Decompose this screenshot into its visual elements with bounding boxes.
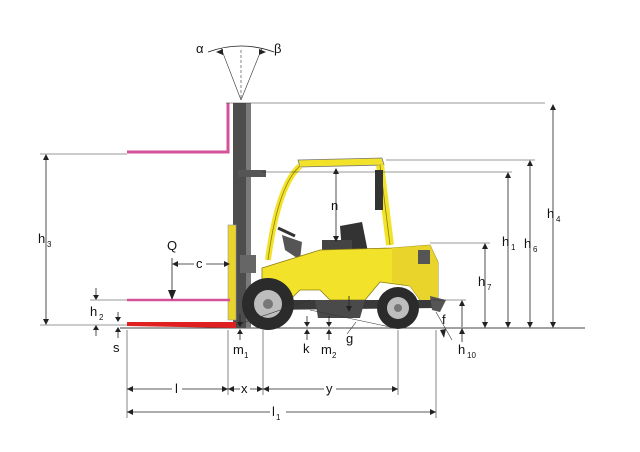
svg-text:1: 1 bbox=[276, 413, 281, 422]
svg-text:Q: Q bbox=[167, 238, 177, 253]
svg-text:m: m bbox=[233, 342, 244, 357]
tilt-angle-indicator: α β bbox=[196, 41, 281, 101]
l1-dimension: l 1 bbox=[127, 404, 436, 422]
lowered-fork bbox=[40, 322, 236, 328]
counterweight-tail bbox=[430, 296, 446, 312]
svg-text:g: g bbox=[346, 331, 353, 346]
svg-text:h: h bbox=[38, 231, 45, 246]
extension-lines bbox=[126, 330, 437, 418]
svg-text:1: 1 bbox=[244, 351, 249, 360]
m1-dimension: m 1 bbox=[233, 314, 249, 360]
mast-crossbar bbox=[238, 170, 266, 177]
svg-text:6: 6 bbox=[533, 245, 538, 254]
mast-inner-rail bbox=[246, 103, 251, 328]
n-dimension: n bbox=[331, 168, 339, 242]
svg-text:k: k bbox=[303, 341, 310, 356]
h6-dimension: h 6 bbox=[386, 159, 538, 328]
mast bbox=[227, 103, 266, 328]
svg-text:10: 10 bbox=[467, 351, 476, 360]
svg-text:h: h bbox=[478, 274, 485, 289]
svg-text:f: f bbox=[442, 312, 446, 327]
svg-text:y: y bbox=[326, 381, 333, 396]
svg-text:h: h bbox=[90, 304, 97, 319]
h3-dimension: h 3 bbox=[38, 154, 52, 325]
k-dimension: k bbox=[303, 316, 310, 356]
svg-text:h: h bbox=[524, 236, 531, 251]
rear-wheel bbox=[377, 287, 419, 329]
carriage-block bbox=[240, 255, 256, 273]
svg-text:1: 1 bbox=[511, 243, 516, 252]
svg-text:c: c bbox=[196, 256, 203, 271]
svg-text:3: 3 bbox=[47, 240, 52, 249]
h4-dimension: h 4 bbox=[547, 104, 561, 328]
svg-text:2: 2 bbox=[99, 313, 104, 322]
s-dimension: s bbox=[113, 312, 121, 355]
h7-dimension: h 7 bbox=[430, 242, 492, 328]
raised-fork bbox=[40, 102, 545, 155]
overhead-guard bbox=[265, 157, 394, 261]
load-center: Q c bbox=[167, 238, 230, 300]
h1-dimension: h 1 bbox=[262, 171, 516, 328]
svg-text:n: n bbox=[331, 198, 338, 213]
svg-text:h: h bbox=[502, 234, 509, 249]
h2-dimension: h 2 bbox=[90, 288, 104, 336]
alpha-label: α bbox=[196, 41, 204, 56]
f-angle: f bbox=[435, 311, 453, 341]
svg-text:l: l bbox=[175, 381, 178, 396]
operator-seat bbox=[322, 222, 368, 252]
x-dimension: x bbox=[228, 381, 263, 396]
y-dimension: y bbox=[263, 381, 398, 396]
svg-text:s: s bbox=[113, 340, 120, 355]
steering-column bbox=[277, 226, 302, 260]
svg-text:m: m bbox=[321, 342, 332, 357]
m2-dimension: m 2 bbox=[321, 316, 337, 360]
svg-text:h: h bbox=[458, 342, 465, 357]
svg-text:x: x bbox=[241, 381, 248, 396]
front-wheel bbox=[242, 278, 294, 330]
svg-text:4: 4 bbox=[556, 215, 561, 224]
svg-text:h: h bbox=[547, 206, 554, 221]
h10-dimension: h 10 bbox=[458, 300, 476, 360]
svg-text:7: 7 bbox=[487, 283, 492, 292]
svg-text:l: l bbox=[272, 404, 275, 419]
g-dimension: g bbox=[346, 296, 357, 346]
mast-carriage bbox=[227, 224, 237, 321]
svg-text:2: 2 bbox=[332, 351, 337, 360]
l-dimension: l bbox=[127, 381, 228, 396]
beta-label: β bbox=[274, 41, 281, 56]
